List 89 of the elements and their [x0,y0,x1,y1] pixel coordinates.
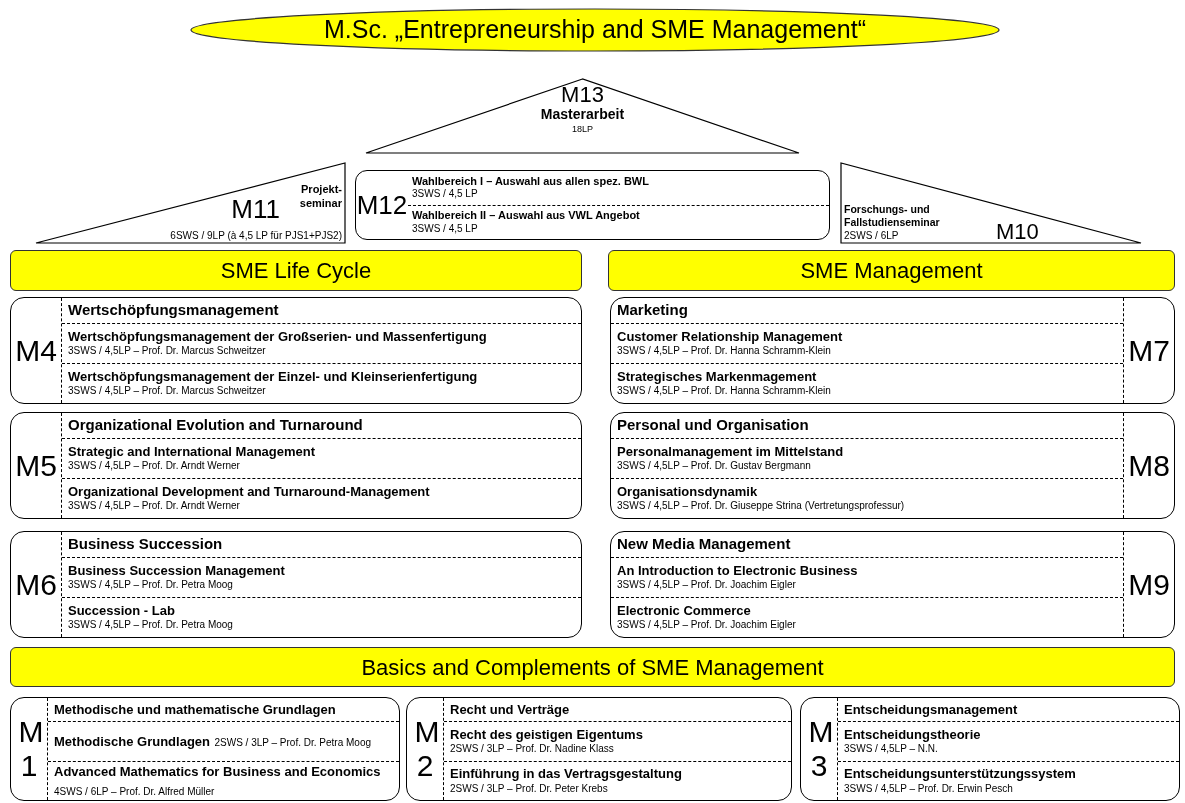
course-info: 3SWS / 4,5LP – Prof. Dr. Marcus Schweitzer [68,385,267,398]
module-code: M11 [231,196,280,222]
course-title: Strategisches Markenmagement [617,369,818,386]
course-title: Organizational Development and Turnaround-Management [68,484,431,501]
module-heading: Methodische und mathematische Grundlagen [54,700,336,719]
module-triangle [365,78,800,154]
course-info: 3SWS / 4,5 LP [412,222,479,236]
credit-points: 2SWS / 6LP [844,229,900,242]
module-heading: Business Succession [68,534,223,555]
course-info: 3SWS / 4,5LP – Prof. Dr. Arndt Werner [68,460,241,473]
section-title: SME Life Cycle [220,257,372,285]
credit-points: 6SWS / 9LP (à 4,5 LP für PJS1+PJS2) [170,229,342,242]
module-title: Masterarbeit [540,106,625,124]
module-card [406,697,792,801]
course-title: Wertschöpfungsmanagement der Einzel- und Kleinserienfertigung [68,369,479,386]
module-heading: Entscheidungsmanagement [844,700,1018,719]
module-card [610,531,1175,638]
module-card [800,697,1180,801]
course-info: 4SWS / 6LP – Prof. Dr. Alfred Müller [54,785,215,797]
module-code: M9 [1128,569,1170,600]
course-info: 3SWS / 4,5LP – Prof. Dr. Petra Moog [68,579,234,592]
course-info: 3SWS / 4,5LP – Prof. Dr. Erwin Pesch [844,782,1014,796]
module-heading: Marketing [617,300,688,321]
course-title: An Introduction to Electronic Business [617,563,859,580]
course-title: Business Succession Management [68,563,286,580]
course-title: Wahlbereich I – Auswahl aus allen spez. BWL [412,174,650,189]
module-card [355,170,830,240]
module-code: M12 [356,192,408,218]
module-card [10,531,582,638]
module-heading: Organizational Evolution and Turnaround [68,415,363,436]
program-title: M.Sc. „Entrepreneurship and SME Management“ [324,14,866,46]
course-info: 3SWS / 4,5LP – N.N. [844,743,939,756]
course-info: 3SWS / 4,5LP – Prof. Dr. Joachim Eigler [617,579,797,592]
module-code: M1 [18,714,40,784]
course-info: 2SWS / 3LP – Prof. Dr. Nadine Klass [450,743,615,756]
course-title: Entscheidungsunterstützungssystem [844,766,1077,783]
module-triangle [35,162,346,244]
module-code: M6 [15,569,57,600]
module-card [10,697,400,801]
course-info: 3SWS / 4,5LP – Prof. Dr. Giuseppe Strina (Vertretungsprofessur) [617,500,906,513]
module-heading: New Media Management [617,534,791,555]
module-card [10,297,582,404]
module-heading: Recht und Verträge [450,700,570,719]
title-ellipse [190,8,1000,52]
course-title: Strategic and International Management [68,444,317,461]
course-info: 3SWS / 4,5LP – Prof. Dr. Arndt Werner [68,500,241,513]
module-code: M13 [561,84,604,106]
module-heading: Personal und Organisation [617,415,809,436]
module-code: M3 [808,714,830,784]
course-info: 3SWS / 4,5 LP [412,188,479,201]
course-title: Methodische Grundlagen [54,734,210,750]
module-code: M5 [15,450,57,481]
course-title: Personalmanagement im Mittelstand [617,444,845,461]
module-code: M2 [414,714,436,784]
module-card [610,412,1175,519]
section-title: Basics and Complements of SME Management [361,653,824,682]
course-title: Recht des geistigen Eigentums [450,726,644,744]
course-title: Organisationsdynamik [617,484,759,501]
course-info: 2SWS / 3LP – Prof. Dr. Peter Krebs [450,782,609,796]
course-title: Wahlbereich II – Auswahl aus VWL Angebot [412,209,641,223]
module-code: M4 [15,335,57,366]
course-info: 3SWS / 4,5LP – Prof. Dr. Petra Moog [68,619,234,632]
course-title: Einführung in das Vertragsgestaltung [450,766,683,783]
course-info: 3SWS / 4,5LP – Prof. Dr. Joachim Eigler [617,619,797,632]
course-info: 3SWS / 4,5LP – Prof. Dr. Hanna Schramm-Klein [617,385,832,398]
course-title: Wertschöpfungsmanagement der Großserien- und Massenfertigung [68,329,488,346]
module-triangle [840,162,1142,244]
course-info: 3SWS / 4,5LP – Prof. Dr. Marcus Schweitzer [68,345,267,358]
module-heading: Wertschöpfungsmanagement [68,300,279,321]
module-code: M8 [1128,450,1170,481]
course-info: 3SWS / 4,5LP – Prof. Dr. Hanna Schramm-Klein [617,345,832,358]
module-card [10,412,582,519]
section-header [10,250,582,291]
section-header [608,250,1175,291]
credit-points: 18LP [572,123,593,135]
module-card [610,297,1175,404]
course-info: 3SWS / 4,5LP – Prof. Dr. Gustav Bergmann [617,460,812,473]
section-header [10,647,1175,687]
course-title: Advanced Mathematics for Business and Economics [54,764,381,780]
module-code: M7 [1128,335,1170,366]
module-code: M10 [996,221,1039,243]
course-info: 2SWS / 3LP – Prof. Dr. Petra Moog [214,737,372,749]
course-title: Entscheidungstheorie [844,726,982,744]
course-title: Customer Relationship Management [617,329,844,346]
course-title: Electronic Commerce [617,603,752,620]
module-title: Forschungs- und Fallstudienseminar [844,203,941,230]
section-title: SME Management [800,257,983,285]
module-title: Projekt- seminar [298,183,342,211]
course-title: Succession - Lab [68,603,176,620]
